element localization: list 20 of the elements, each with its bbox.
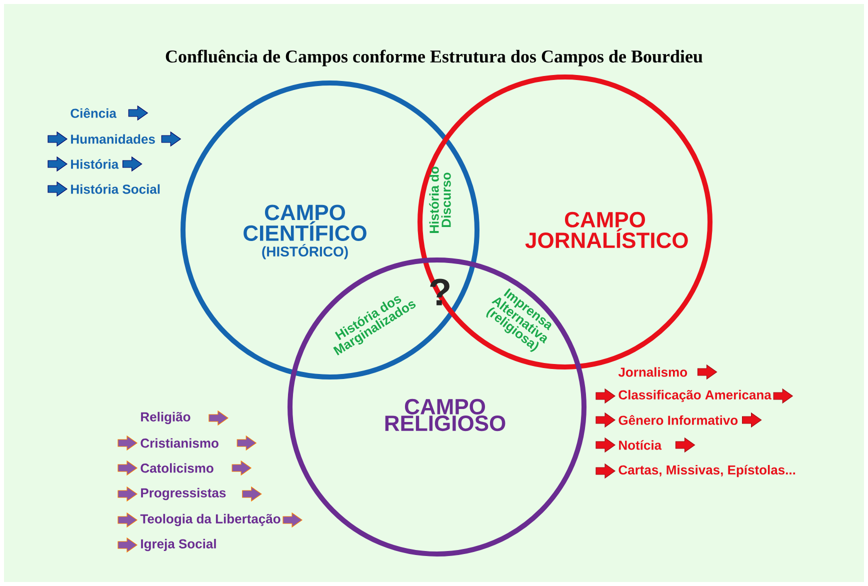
list-item: Religião — [141, 412, 190, 424]
title: Confluência de Campos conforme Estrutura dos Campos de Bourdieu — [166, 50, 703, 66]
field-label: CAMPO JORNALÍSTICO — [525, 212, 688, 248]
list-item: Jornalismo — [618, 367, 688, 377]
list-item: Gênero Informativo — [618, 415, 738, 425]
field-label: CAMPO CIENTÍFICO (HISTÓRICO) — [244, 204, 366, 260]
list-item: Notícia — [619, 440, 662, 450]
list-item: Igreja Social — [141, 538, 216, 552]
list-item: Humanidades — [71, 134, 155, 144]
field-label: CAMPO RELIGIOSO — [385, 398, 506, 432]
list-item: Teologia da Libertação — [140, 514, 280, 526]
list-item: Progressistas — [141, 488, 226, 500]
list-item: Catolicismo — [140, 463, 214, 473]
list-item: História Social — [71, 184, 160, 194]
overlap-label: História do Discurso — [429, 166, 451, 233]
list-item: Classificação Americana — [618, 390, 772, 402]
list-item: Cristianismo — [140, 438, 218, 448]
list-item: Cartas, Missivas, Epístolas... — [618, 464, 796, 478]
list-item: Ciência — [70, 108, 117, 118]
list-item: História — [71, 159, 119, 169]
